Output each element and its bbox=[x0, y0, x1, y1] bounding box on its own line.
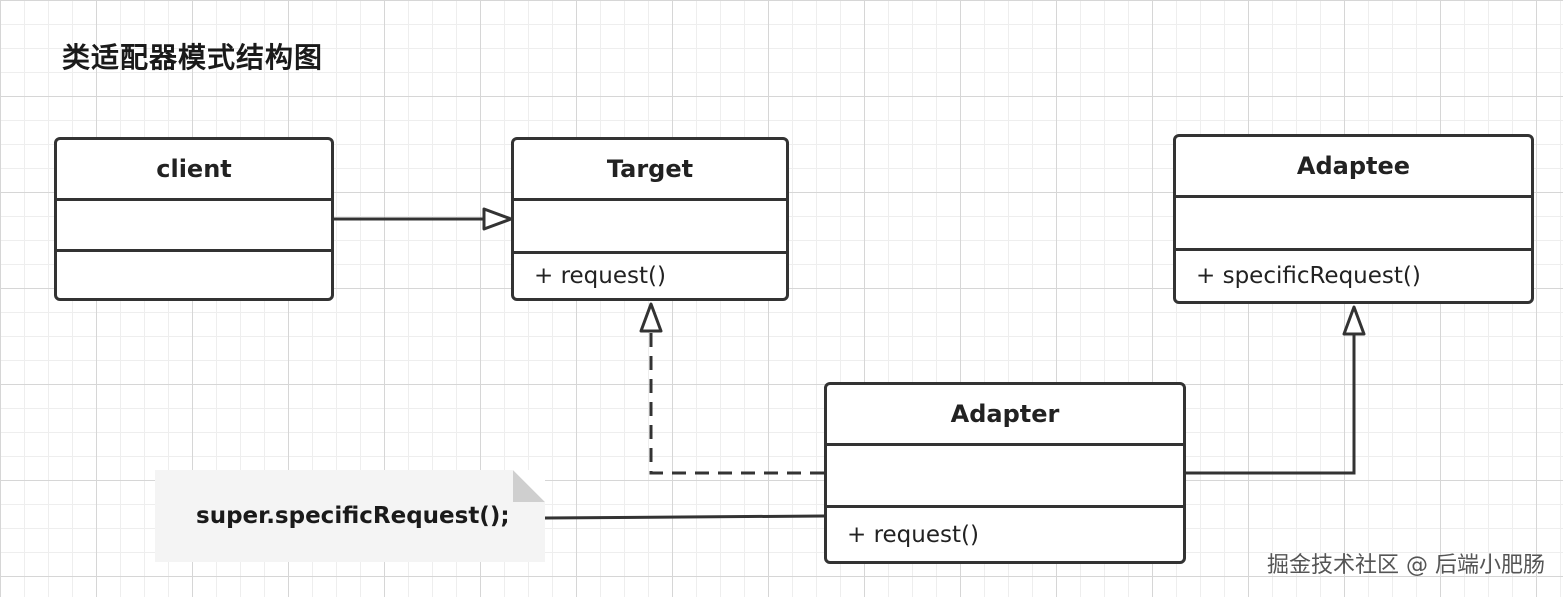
class-adapter[interactable]: Adapter + request() bbox=[824, 382, 1186, 564]
class-adapter-name: Adapter bbox=[950, 400, 1060, 428]
class-client-name: client bbox=[156, 155, 232, 183]
note-link bbox=[544, 514, 825, 520]
class-target-name: Target bbox=[606, 155, 694, 183]
class-target-method: + request() bbox=[514, 251, 786, 298]
class-target[interactable]: Target + request() bbox=[511, 137, 789, 301]
class-client[interactable]: client bbox=[54, 137, 334, 301]
class-adaptee-attributes bbox=[1176, 195, 1531, 248]
diagram-title: 类适配器模式结构图 bbox=[62, 41, 324, 74]
note-text: super.specificRequest(); bbox=[196, 503, 510, 529]
note-fold-icon bbox=[513, 470, 545, 502]
class-adaptee-method: + specificRequest() bbox=[1176, 248, 1531, 301]
adapter-adaptee-generalization bbox=[1186, 305, 1366, 475]
watermark: 掘金技术社区 @ 后端小肥肠 bbox=[1267, 553, 1545, 578]
class-adaptee[interactable]: Adaptee + specificRequest() bbox=[1173, 134, 1534, 304]
client-target-association bbox=[334, 207, 513, 231]
class-adapter-method: + request() bbox=[827, 505, 1183, 561]
class-client-attributes bbox=[57, 198, 331, 249]
class-adaptee-name: Adaptee bbox=[1296, 152, 1411, 180]
class-adapter-attributes bbox=[827, 443, 1183, 505]
note-box[interactable]: super.specificRequest(); bbox=[155, 470, 545, 562]
class-client-methods bbox=[57, 249, 331, 298]
class-target-attributes bbox=[514, 198, 786, 251]
adapter-target-realization bbox=[639, 302, 824, 475]
